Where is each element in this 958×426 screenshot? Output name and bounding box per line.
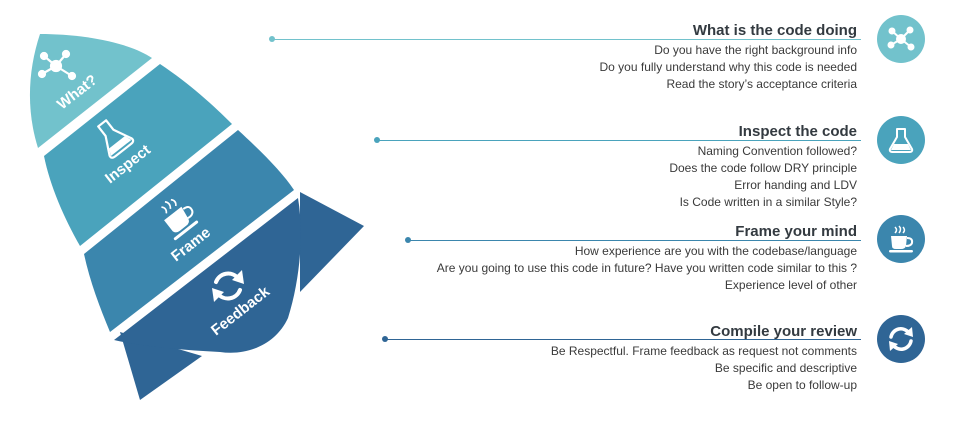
- coffee-cup-icon: [161, 198, 199, 241]
- rocket-illustration: What? Inspect Frame Feedback: [29, 34, 364, 400]
- section-line: Error handing and LDV: [734, 178, 857, 192]
- network-icon: [37, 49, 77, 81]
- section-frame-your-mind: Frame your mind How experience are you w…: [417, 222, 857, 294]
- section-lines: Do you have the right background info Do…: [600, 42, 858, 93]
- section-line: Are you going to use this code in future…: [436, 261, 857, 275]
- section-inspect-the-code: Inspect the code Naming Convention follo…: [669, 122, 857, 211]
- section-compile-your-review: Compile your review Be Respectful. Frame…: [551, 322, 857, 394]
- badge-coffee-cup: [877, 215, 925, 263]
- section-what-is-the-code-doing: What is the code doing Do you have the r…: [600, 21, 858, 93]
- section-line: Read the story’s acceptance criteria: [666, 77, 857, 91]
- section-title: What is the code doing: [692, 22, 857, 39]
- section-line: How experience are you with the codebase…: [574, 244, 857, 258]
- connector-dot-feedback: [382, 336, 388, 342]
- coffee-cup-icon: [889, 225, 914, 253]
- refresh-cycle-icon: [212, 270, 244, 302]
- section-line: Be Respectful. Frame feedback as request…: [550, 344, 857, 358]
- section-lines: How experience are you with the codebase…: [417, 243, 857, 294]
- flask-icon: [97, 119, 135, 159]
- connector-dot-inspect: [374, 137, 380, 143]
- section-title: Inspect the code: [738, 123, 857, 140]
- section-title: Frame your mind: [735, 223, 857, 240]
- connector-line-what: [272, 39, 861, 40]
- connector-dot-frame: [405, 237, 411, 243]
- badge-network: [877, 15, 925, 63]
- section-lines: Be Respectful. Frame feedback as request…: [551, 343, 857, 394]
- section-line: Be specific and descriptive: [714, 361, 857, 375]
- rocket-stage-inspect: [44, 64, 232, 246]
- rocket-fin-left: [120, 332, 202, 400]
- section-line: Experience level of other: [724, 278, 857, 292]
- connector-line-feedback: [385, 339, 861, 340]
- section-line: Is Code written in a similar Style?: [679, 195, 857, 209]
- connector-line-frame: [408, 240, 861, 241]
- section-line: Be open to follow-up: [747, 378, 857, 392]
- connector-dot-what: [269, 36, 275, 42]
- section-line: Do you have the right background info: [654, 43, 857, 57]
- section-title: Compile your review: [710, 323, 857, 340]
- flask-icon: [888, 128, 914, 153]
- rocket-stage-frame: [84, 130, 294, 332]
- rocket-fin-right: [300, 192, 364, 292]
- badge-flask: [877, 116, 925, 164]
- section-line: Does the code follow DRY principle: [669, 161, 857, 175]
- section-line: Naming Convention followed?: [697, 144, 857, 158]
- connector-line-inspect: [377, 140, 861, 141]
- badge-refresh: [877, 315, 925, 363]
- refresh-cycle-icon: [889, 327, 913, 351]
- section-lines: Naming Convention followed? Does the cod…: [669, 143, 857, 211]
- section-line: Do you fully understand why this code is…: [599, 60, 858, 74]
- rocket-stage-feedback: [114, 198, 301, 353]
- network-icon: [887, 26, 915, 51]
